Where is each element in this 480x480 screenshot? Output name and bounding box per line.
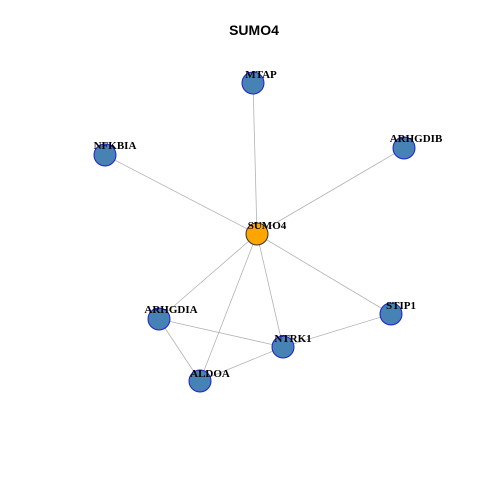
node-label-arhgdib: ARHGDIB (390, 133, 443, 145)
edge-ntrk1-stip1 (282, 313, 392, 348)
graph-title: SUMO4 (229, 22, 279, 38)
node-circle-nfkbia (93, 143, 117, 167)
node-circle-stip1 (379, 302, 403, 326)
edge-layer (104, 82, 405, 382)
edge-sumo4-stip1 (256, 233, 392, 315)
node-ntrk1: NTRK1 (271, 333, 312, 359)
node-label-mtap: MTAP (245, 69, 277, 81)
node-label-sumo4: SUMO4 (248, 220, 287, 232)
node-label-nfkbia: NFKBIA (94, 140, 137, 152)
node-label-aldoa: ALDOA (190, 368, 230, 380)
node-label-arhgdia: ARHGDIA (144, 304, 197, 316)
edge-sumo4-arhgdia (158, 233, 258, 320)
node-circle-mtap (241, 71, 265, 95)
node-arhgdia: ARHGDIA (144, 304, 198, 331)
node-circle-arhgdia (147, 307, 171, 331)
node-stip1: STIP1 (379, 300, 416, 326)
node-arhgdib: ARHGDIB (390, 133, 443, 160)
edge-ntrk1-aldoa (199, 346, 284, 382)
node-label-stip1: STIP1 (386, 300, 416, 312)
edge-sumo4-aldoa (199, 233, 258, 382)
edge-sumo4-mtap (252, 82, 258, 235)
node-mtap: MTAP (241, 69, 277, 95)
edge-arhgdia-ntrk1 (158, 318, 284, 348)
node-nfkbia: NFKBIA (93, 140, 137, 167)
node-label-ntrk1: NTRK1 (274, 333, 311, 345)
node-sumo4: SUMO4 (245, 220, 287, 246)
edge-sumo4-ntrk1 (256, 233, 284, 348)
edge-sumo4-nfkbia (104, 154, 258, 235)
node-circle-sumo4 (245, 222, 269, 246)
node-circle-arhgdib (392, 136, 416, 160)
node-aldoa: ALDOA (188, 368, 230, 393)
node-circle-aldoa (188, 369, 212, 393)
edge-arhgdia-aldoa (158, 318, 201, 382)
node-layer: SUMO4 MTAP NFKBIA ARHGDIB ARHGDIA STIP1NTRK1A… (93, 69, 443, 393)
node-circle-ntrk1 (271, 335, 295, 359)
edge-sumo4-arhgdib (256, 147, 405, 235)
